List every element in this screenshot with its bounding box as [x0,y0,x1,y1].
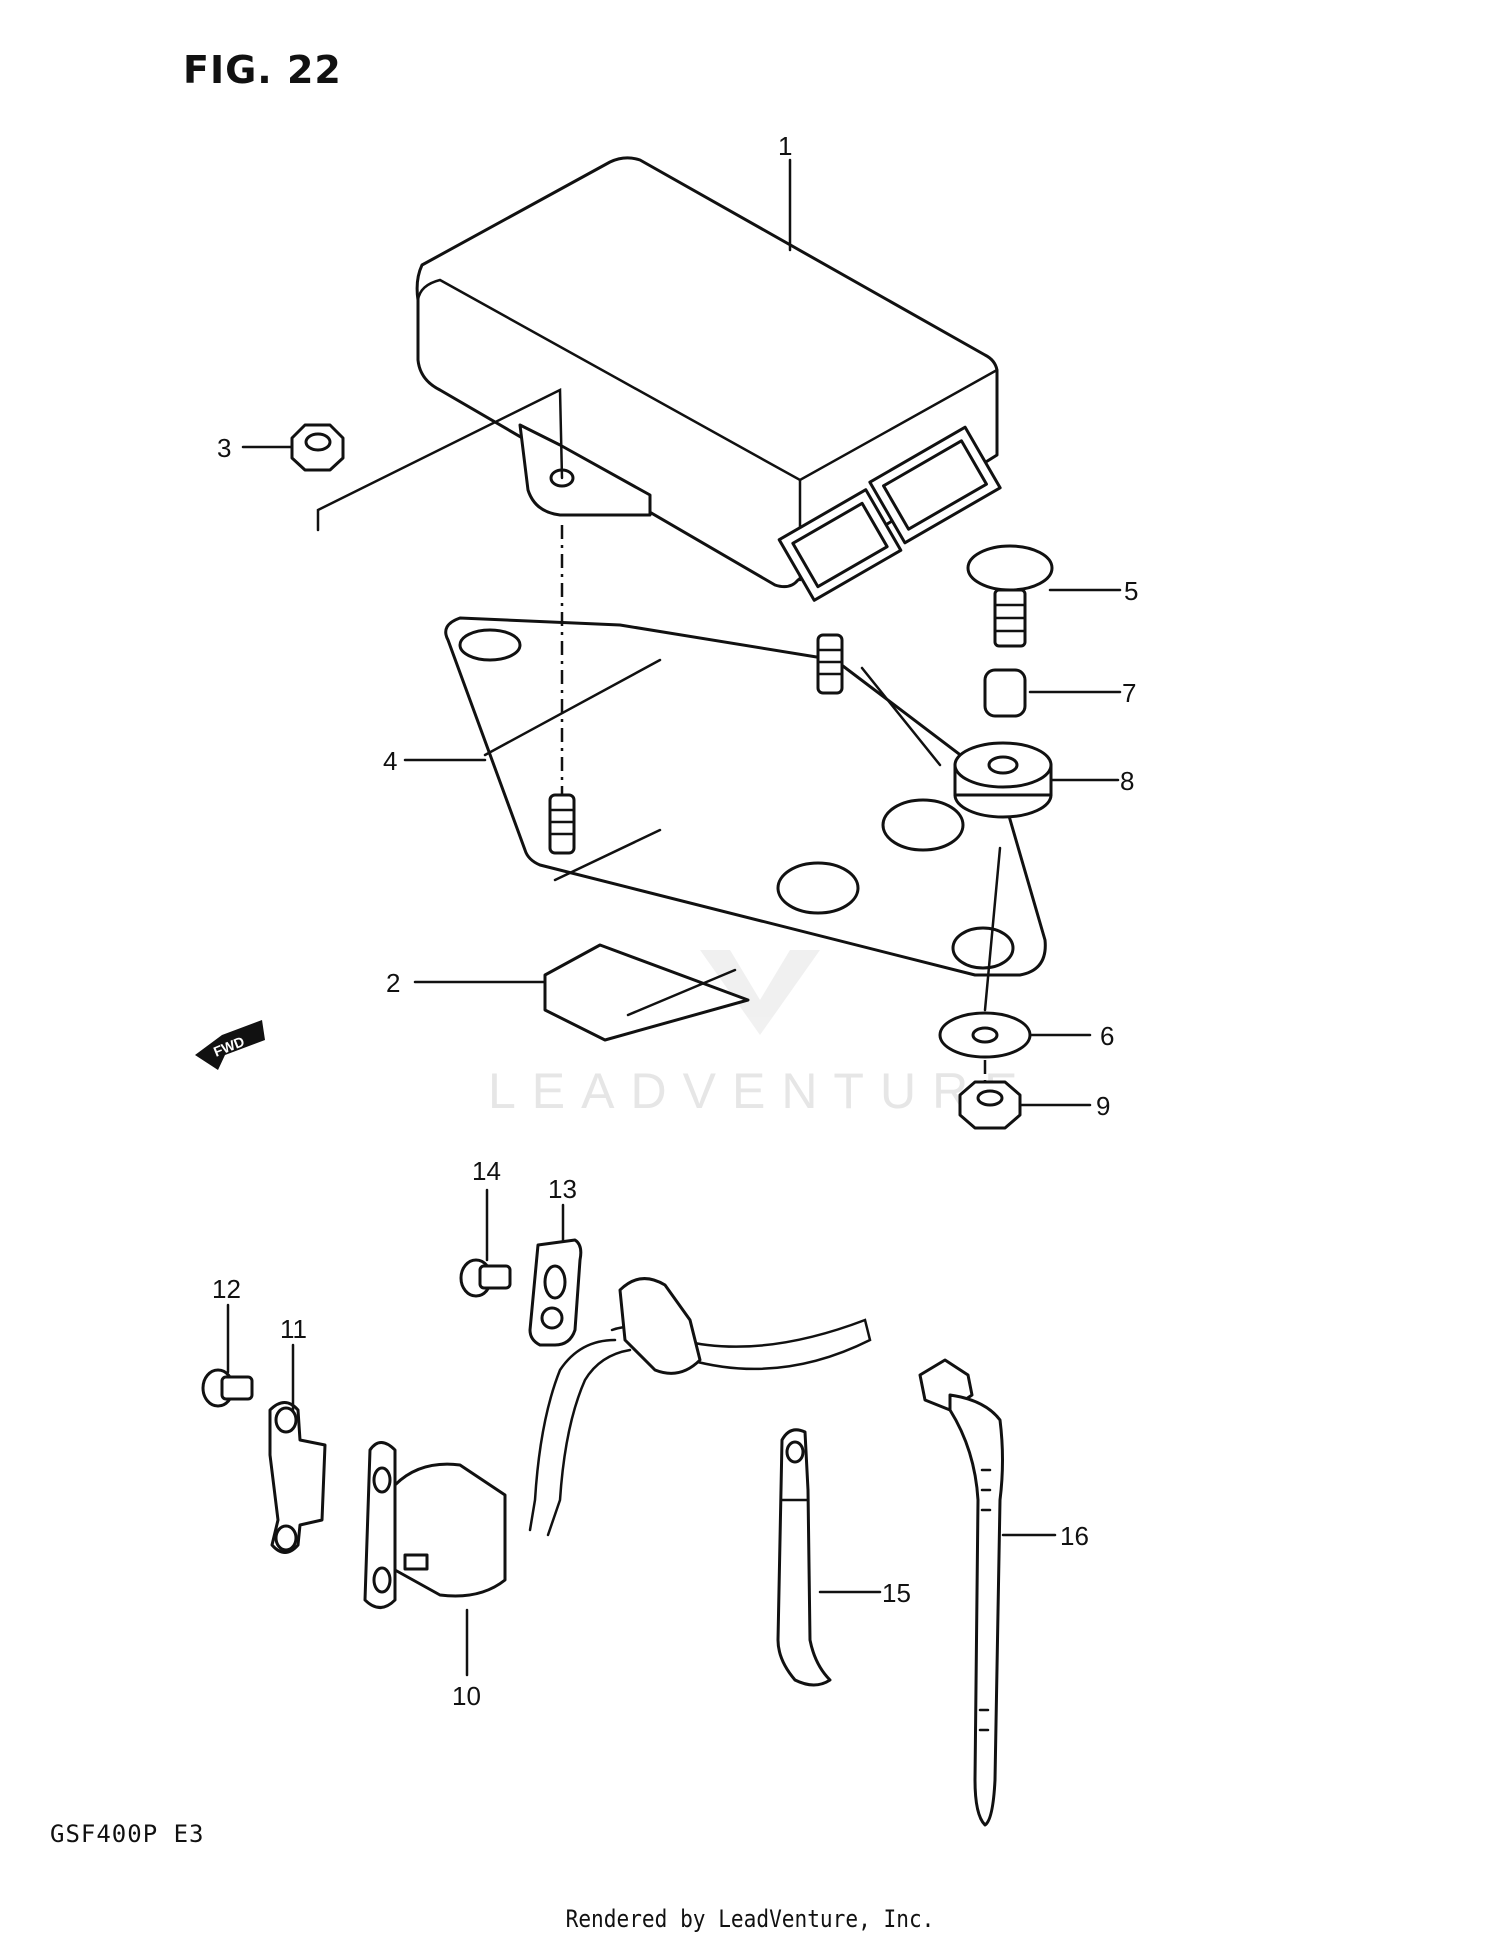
callout-11: 11 [280,1314,307,1344]
footer-credit: Rendered by LeadVenture, Inc. [565,1905,935,1933]
callout-4: 4 [383,746,397,776]
callout-12: 12 [212,1274,241,1304]
callout-5: 5 [1124,576,1138,606]
part-12-screw [201,1368,254,1408]
part-2-pad [543,943,750,1042]
part-6-washer [938,1011,1032,1059]
callout-14: 14 [472,1156,501,1186]
part-11-clamp [268,1401,327,1554]
callout-6: 6 [1100,1021,1114,1051]
callout-9: 9 [1096,1091,1110,1121]
part-10-sensor [363,1277,872,1609]
assembly-lines [316,388,1002,1082]
callout-2: 2 [386,968,400,998]
figure-title: FIG. 22 [183,48,342,92]
part-8-grommet [953,741,1053,819]
part-7-collar [983,668,1027,718]
callout-1: 1 [778,131,792,161]
part-1-control-unit [415,156,1002,602]
callout-3: 3 [217,433,231,463]
callout-7: 7 [1122,678,1136,708]
part-15-clamp [776,1428,832,1687]
part-13-clamp [528,1238,583,1347]
fwd-label: FWD [211,1033,247,1060]
callout-13: 13 [548,1174,577,1204]
callout-labels: 1 2 3 4 5 6 7 8 9 10 11 12 13 14 15 16 [212,131,1138,1711]
forward-direction-arrow-icon: FWD [195,1020,265,1070]
model-code: GSF400P E3 [50,1820,205,1848]
callout-15: 15 [882,1578,911,1608]
part-5-screw [966,544,1054,648]
leader-lines [226,158,1122,1677]
part-14-screw [459,1258,512,1298]
watermark-text: LEADVENTURE [488,1063,1034,1119]
callout-8: 8 [1120,766,1134,796]
part-16-tie-band [918,1358,1004,1827]
callout-16: 16 [1060,1521,1089,1551]
part-4-bracket [444,616,1047,977]
part-9-nut [958,1080,1022,1130]
callout-10: 10 [452,1681,481,1711]
part-3-nut [290,423,345,472]
